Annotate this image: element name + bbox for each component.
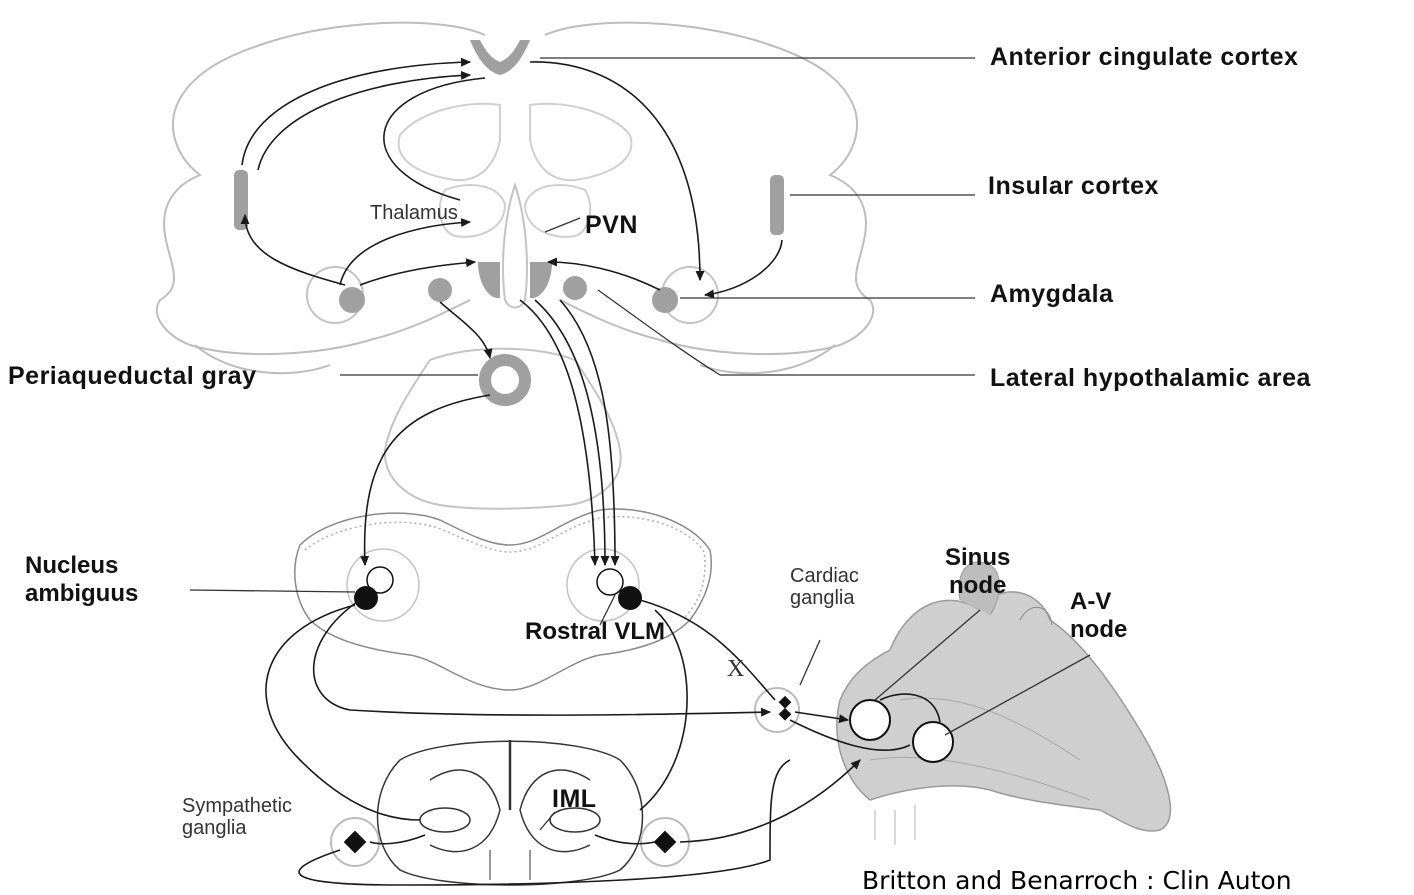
cardiac-ganglia — [755, 688, 799, 732]
label-rostral-vlm: Rostral VLM — [525, 618, 665, 646]
label-sympathetic-line1: Sympathetic — [182, 795, 292, 817]
gray-structures — [234, 40, 784, 313]
label-amygdala: Amygdala — [990, 280, 1113, 309]
label-sympathetic-ganglia: Sympathetic ganglia — [182, 795, 292, 839]
label-sinus-line1: Sinus — [945, 544, 1010, 572]
neural-pathways — [242, 62, 940, 885]
label-sympathetic-line2: ganglia — [182, 817, 292, 839]
label-av-node: A-V node — [1070, 588, 1127, 644]
label-anterior-cingulate: Anterior cingulate cortex — [990, 43, 1298, 72]
credit-text: Britton and Benarroch : Clin Auton — [862, 866, 1292, 895]
label-av-line1: A-V — [1070, 588, 1127, 616]
sympathetic-ganglia — [331, 818, 689, 866]
label-sinus-line2: node — [945, 572, 1010, 600]
brainstem-outline — [385, 349, 621, 509]
label-thalamus: Thalamus — [370, 202, 458, 224]
label-vagus-x: X — [727, 656, 744, 683]
label-sinus-node: Sinus node — [945, 544, 1010, 600]
brain-outline — [157, 23, 873, 374]
medulla-nuclei — [354, 567, 642, 610]
label-iml: IML — [552, 785, 597, 814]
label-cardiac-line2: ganglia — [790, 587, 859, 609]
label-lateral-hypothalamic: Lateral hypothalamic area — [990, 364, 1311, 393]
periaqueductal-ring — [485, 360, 525, 400]
label-periaqueductal-gray: Periaqueductal gray — [8, 362, 256, 391]
spinal-cord — [378, 740, 643, 885]
label-nucleus-ambiguus: Nucleus ambiguus — [25, 552, 138, 608]
label-insular-cortex: Insular cortex — [988, 172, 1159, 201]
label-av-line2: node — [1070, 616, 1127, 644]
label-nucleus-line2: ambiguus — [25, 580, 138, 608]
label-nucleus-line1: Nucleus — [25, 552, 138, 580]
label-pvn: PVN — [585, 211, 638, 240]
label-cardiac-ganglia: Cardiac ganglia — [790, 565, 859, 609]
label-cardiac-line1: Cardiac — [790, 565, 859, 587]
